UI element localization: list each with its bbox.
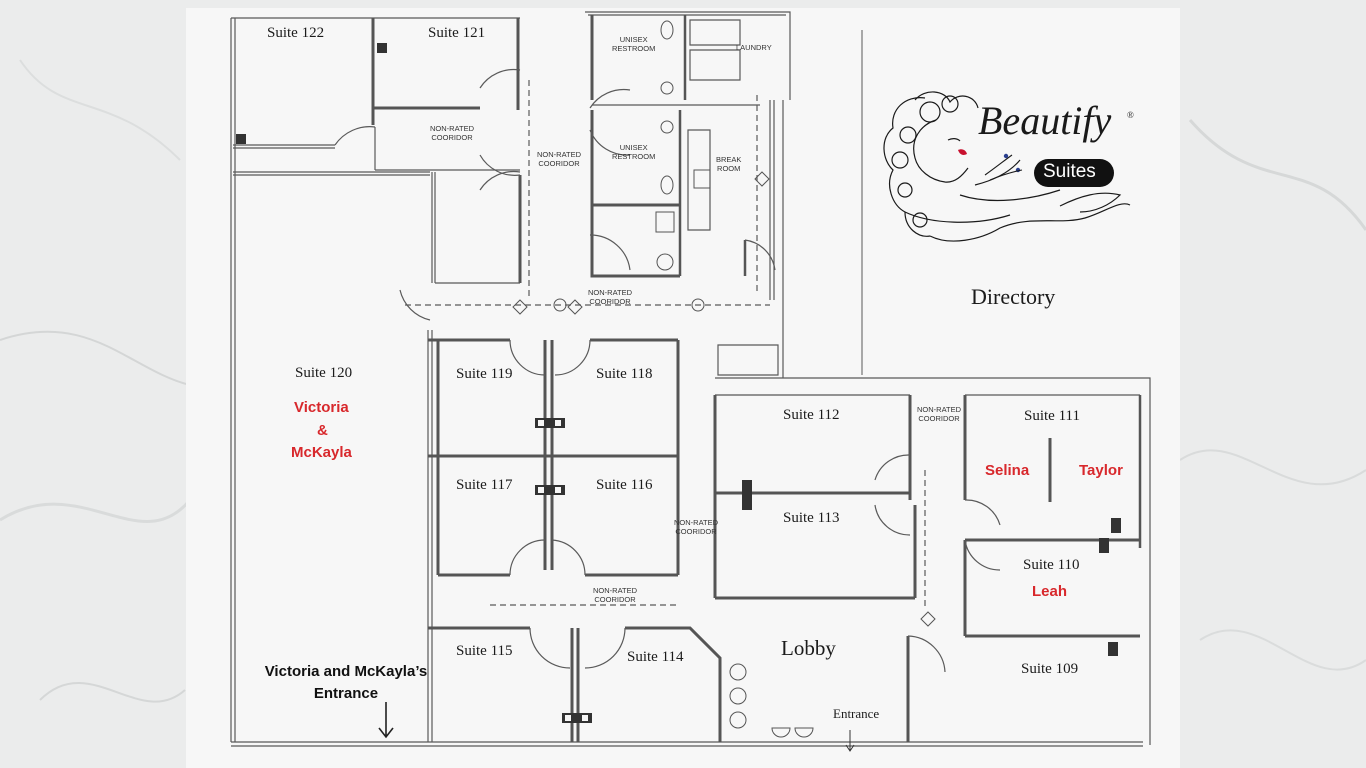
suite-111-label: Suite 111: [1024, 408, 1080, 424]
suite-110-label: Suite 110: [1023, 557, 1080, 573]
suite-112-label: Suite 112: [783, 407, 840, 423]
suite-116-label: Suite 116: [596, 477, 653, 493]
corridor-label-d: NON-RATED COORIDOR: [917, 405, 962, 423]
suite-117-label: Suite 117: [456, 477, 513, 493]
side-entrance-note: Victoria and McKayla’s Entrance: [240, 661, 452, 705]
side-entrance-note-line-2: Entrance: [313, 685, 379, 702]
unisex-restroom-1-label: UNISEX RESTROOM: [612, 35, 656, 53]
suite-115-label: Suite 115: [456, 643, 513, 659]
corridor-label-b: NON-RATED COORIDOR: [537, 150, 582, 168]
suite-114-label: Suite 114: [627, 649, 684, 665]
entrance-arrow-icon: [845, 730, 855, 752]
logo-hand-icon: [984, 154, 1023, 181]
tenant-mckayla: McKayla: [291, 444, 352, 461]
suite-109-label: Suite 109: [1021, 661, 1079, 677]
unisex-restroom-2-label: UNISEX RESTROOM: [612, 143, 656, 161]
logo-face-outline-icon: [913, 119, 969, 183]
suite-113-label: Suite 113: [783, 510, 840, 526]
tenant-ampersand: &: [317, 422, 328, 439]
tenant-victoria: Victoria: [294, 399, 349, 416]
logo-brand-name: Beautify: [978, 98, 1112, 143]
tenant-leah: Leah: [1032, 583, 1068, 600]
suite-121-label: Suite 121: [428, 25, 486, 41]
logo-sub-brand: Suites: [1043, 161, 1096, 182]
floor-plan-sheet: [186, 8, 1180, 768]
corridor-label-e: NON-RATED COORIDOR: [674, 518, 719, 536]
tenant-selina: Selina: [985, 462, 1030, 479]
suite-119-label: Suite 119: [456, 366, 513, 382]
suite-120-label: Suite 120: [295, 365, 353, 381]
logo-registered-mark: ®: [1127, 110, 1134, 120]
corridor-label-a: NON-RATED COORIDOR: [430, 124, 475, 142]
suite-122-label: Suite 122: [267, 25, 325, 41]
tenant-taylor: Taylor: [1079, 462, 1123, 479]
directory-title: Directory: [971, 284, 1056, 309]
laundry-label: LAUNDRY: [736, 43, 772, 52]
suite-118-label: Suite 118: [596, 366, 653, 382]
lobby-label: Lobby: [781, 636, 836, 660]
corridor-label-c: NON-RATED COORIDOR: [588, 288, 633, 306]
side-entrance-note-line-1: Victoria and McKayla’s: [264, 663, 428, 680]
corridor-label-f: NON-RATED COORIDOR: [593, 586, 638, 604]
side-entrance-arrow-icon: [378, 702, 394, 739]
entrance-label: Entrance: [833, 706, 880, 721]
break-room-label: BREAK ROOM: [716, 155, 742, 173]
